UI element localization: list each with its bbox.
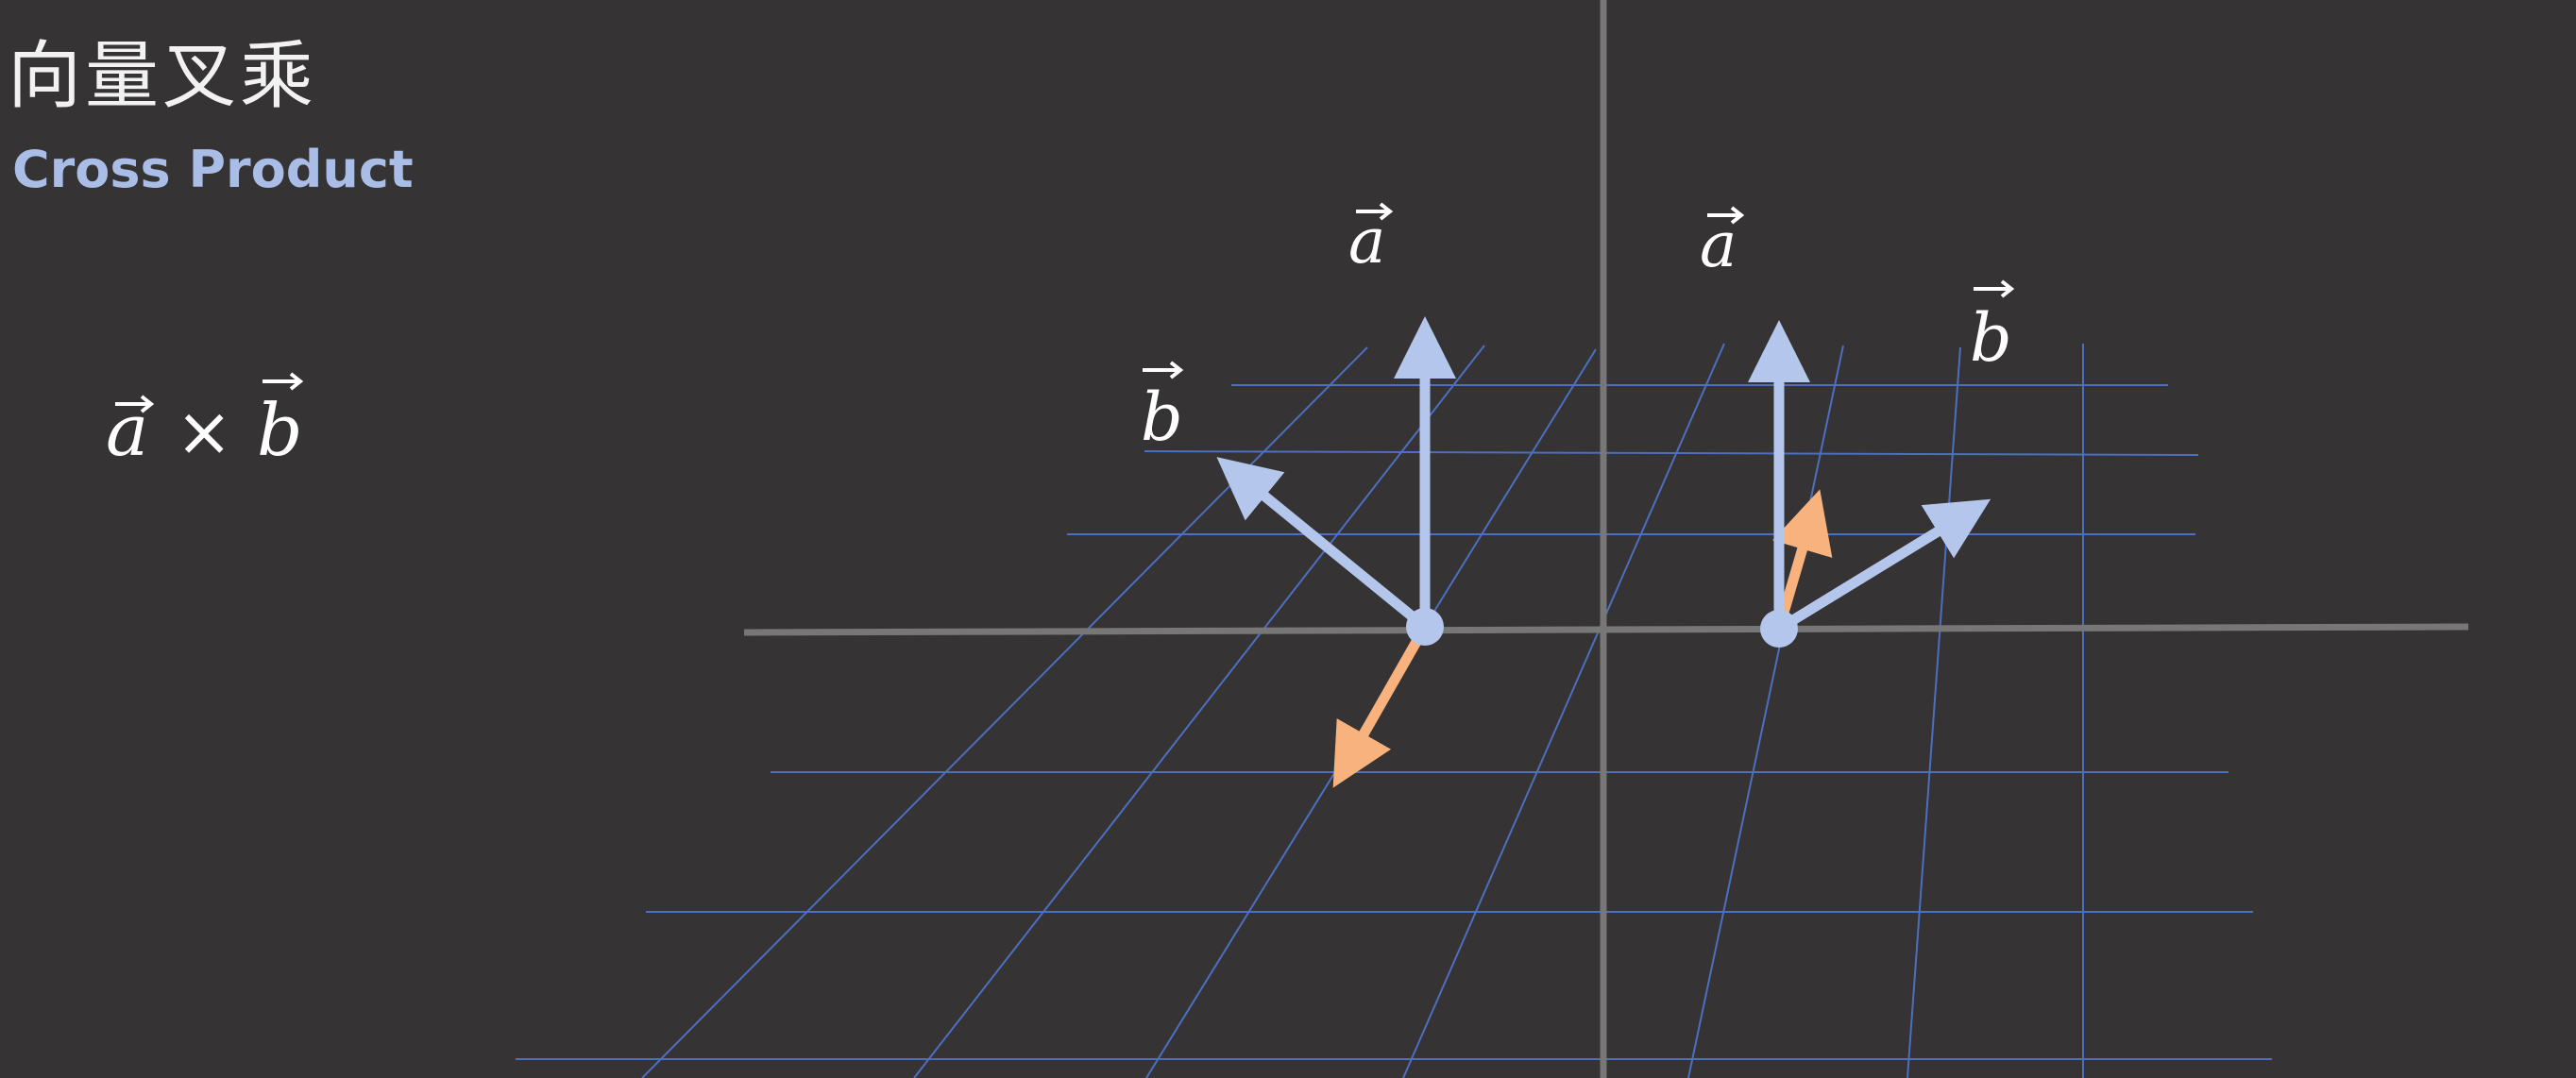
grid-line	[1907, 346, 1961, 1078]
left-cross-product-vector	[1332, 624, 1430, 788]
label-left-a: a	[1348, 202, 1394, 278]
label-left-a-text: a	[1348, 205, 1385, 278]
vector-arrow-accent-icon	[1974, 279, 2015, 298]
grid-line	[641, 346, 1368, 1078]
vector-arrow-accent-icon	[263, 372, 304, 391]
vector-arrow-accent-icon	[1143, 361, 1184, 379]
grid-line	[1687, 345, 1844, 1078]
left-origin-point	[1406, 608, 1444, 646]
page-title: 向量叉乘	[8, 34, 318, 119]
right-cross-product-vector	[1772, 489, 1833, 631]
label-left-b-text: b	[1141, 379, 1183, 456]
formula-times: ×	[176, 392, 232, 471]
vector-arrow-accent-icon	[115, 395, 155, 413]
axes	[743, 0, 2469, 1078]
right-vector-b	[1776, 498, 1991, 633]
left-vector-b	[1216, 457, 1429, 632]
right-vectors	[1748, 320, 1991, 648]
left-vectors	[1216, 316, 1456, 788]
grid-line	[913, 345, 1485, 1078]
label-right-b-text: b	[1970, 299, 2012, 377]
horizontal-axis	[743, 623, 2469, 636]
vector-arrow-accent-icon	[1707, 206, 1745, 225]
label-right-a-text: a	[1700, 209, 1737, 281]
formula: a × b	[106, 372, 304, 472]
formula-b: b	[257, 388, 303, 472]
right-origin-point	[1760, 610, 1798, 648]
page-subtitle: Cross Product	[12, 140, 414, 199]
label-right-a: a	[1700, 206, 1745, 281]
grid-line	[1402, 343, 1725, 1078]
vector-arrow-accent-icon	[1356, 202, 1394, 221]
grid-horizontal-lines	[516, 384, 2272, 1060]
label-right-b: b	[1970, 279, 2015, 377]
formula-a: a	[106, 388, 148, 472]
grid-line	[1144, 450, 2199, 456]
label-left-b: b	[1141, 361, 1184, 456]
